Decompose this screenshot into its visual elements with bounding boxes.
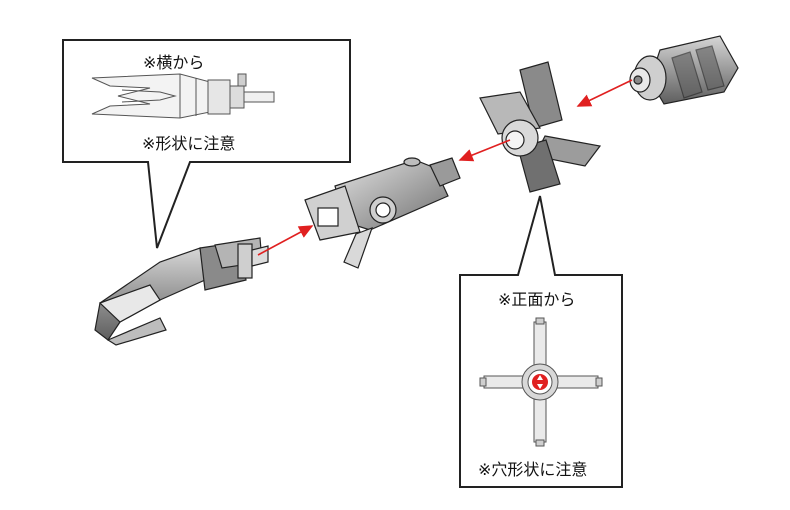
- front-view-hole-indicator: [532, 374, 548, 390]
- end-cap-part: [629, 35, 739, 105]
- assembly-arrows: [257, 79, 633, 256]
- claw-tip-part: [94, 237, 269, 346]
- cross-connector-part: [479, 61, 602, 193]
- arrow-cap-to-cross: [576, 79, 633, 107]
- body-grip-part: [304, 157, 461, 269]
- arrow-tip-to-body: [257, 225, 314, 256]
- arrow-cross-to-body: [458, 139, 511, 162]
- side-view-callout: [62, 39, 351, 249]
- side-view-title: ※横から: [143, 53, 205, 72]
- side-view-part-illustration: [91, 73, 275, 119]
- front-view-hole-note: ※穴形状に注意: [478, 460, 588, 479]
- front-view-title: ※正面から: [498, 290, 576, 309]
- side-view-shape-note: ※形状に注意: [142, 134, 236, 153]
- front-view-callout: [459, 195, 623, 488]
